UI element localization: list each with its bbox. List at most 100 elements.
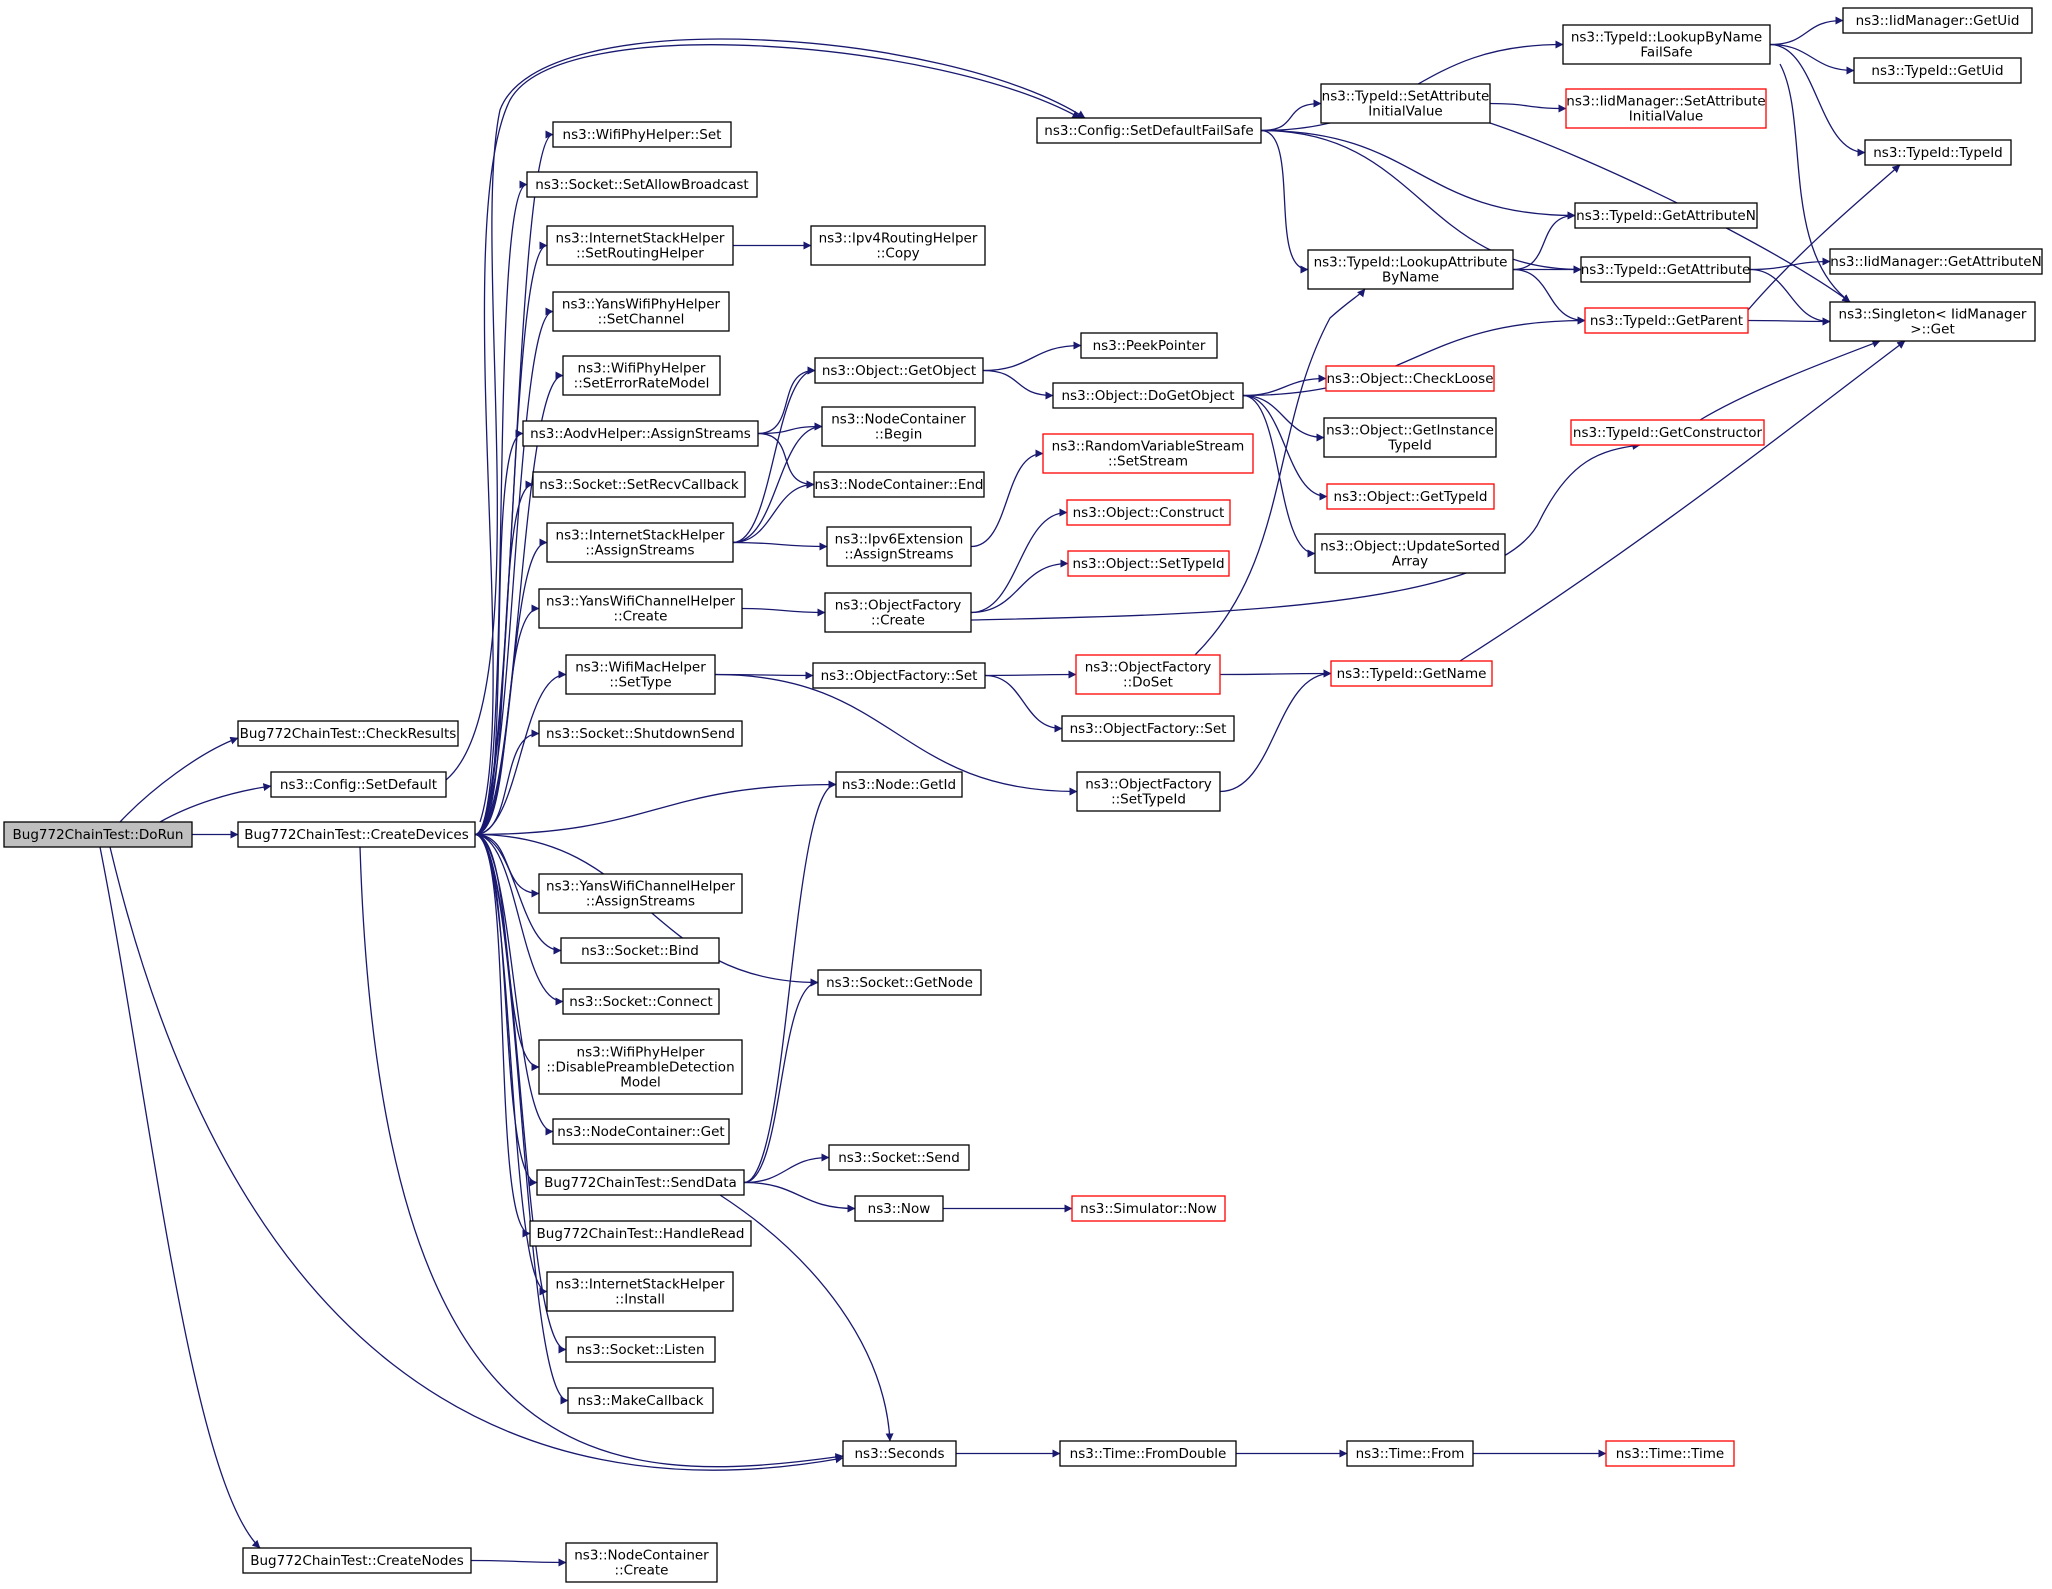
edge-tidlookupattr-to-tidgetattrn bbox=[1512, 211, 1576, 271]
node-label: ns3::MakeCallback bbox=[577, 1393, 703, 1409]
node-cfgsetdefault[interactable]: ns3::Config::SetDefault bbox=[270, 771, 447, 798]
node-iidgetuid[interactable]: ns3::IidManager::GetUid bbox=[1842, 7, 2033, 34]
node-setallowbroadcast[interactable]: ns3::Socket::SetAllowBroadcast bbox=[526, 171, 758, 198]
node-box bbox=[565, 654, 716, 695]
node-label: ns3::Object::GetObject bbox=[822, 363, 976, 379]
node-objgettypeid[interactable]: ns3::Object::GetTypeId bbox=[1326, 483, 1495, 510]
node-makecallback[interactable]: ns3::MakeCallback bbox=[567, 1387, 714, 1414]
edge-cfgsetdefaultfailsafe-to-tidsetattrinit bbox=[1260, 99, 1322, 132]
node-singletonget[interactable]: ns3::Singleton< IidManager >::Get bbox=[1829, 301, 2036, 342]
node-seconds[interactable]: ns3::Seconds bbox=[842, 1440, 957, 1467]
node-ofset2[interactable]: ns3::ObjectFactory::Set bbox=[1061, 715, 1235, 742]
node-setroutinghelper[interactable]: ns3::InternetStackHelper::SetRoutingHelp… bbox=[546, 225, 734, 266]
node-ofsettypeid[interactable]: ns3::ObjectFactory::SetTypeId bbox=[1076, 771, 1221, 812]
node-label: ::Create bbox=[615, 1563, 669, 1579]
node-iidgetattrn[interactable]: ns3::IidManager::GetAttributeN bbox=[1829, 248, 2043, 275]
node-box bbox=[538, 1039, 743, 1095]
node-disablepreamble[interactable]: ns3::WifiPhyHelper::DisablePreambleDetec… bbox=[538, 1039, 743, 1095]
node-objgetobject[interactable]: ns3::Object::GetObject bbox=[814, 357, 984, 384]
edge-tidlookupbyname-to-singletonget bbox=[1779, 63, 1851, 303]
node-objconstruct[interactable]: ns3::Object::Construct bbox=[1066, 499, 1231, 526]
node-checkresults[interactable]: Bug772ChainTest::CheckResults bbox=[237, 720, 459, 747]
node-tidgetattrn[interactable]: ns3::TypeId::GetAttributeN bbox=[1574, 202, 1758, 229]
node-ncget[interactable]: ns3::NodeContainer::Get bbox=[552, 1118, 730, 1145]
node-tidgetconstructor[interactable]: ns3::TypeId::GetConstructor bbox=[1570, 419, 1765, 446]
node-socketsend[interactable]: ns3::Socket::Send bbox=[828, 1144, 970, 1171]
node-timetime[interactable]: ns3::Time::Time bbox=[1605, 1440, 1735, 1467]
node-label: ns3::NodeContainer bbox=[831, 412, 966, 428]
node-box bbox=[1314, 533, 1506, 574]
node-senddata[interactable]: Bug772ChainTest::SendData bbox=[536, 1169, 745, 1196]
edge-isassign-to-ncend bbox=[732, 480, 815, 544]
node-ofset[interactable]: ns3::ObjectFactory::Set bbox=[812, 662, 986, 689]
node-socketlisten[interactable]: ns3::Socket::Listen bbox=[565, 1336, 716, 1363]
node-ns3now[interactable]: ns3::Now bbox=[854, 1195, 944, 1222]
node-timefromdouble[interactable]: ns3::Time::FromDouble bbox=[1059, 1440, 1237, 1467]
edge-objdogetobject-to-objcheckloose bbox=[1242, 374, 1327, 397]
node-dorun[interactable]: Bug772ChainTest::DoRun bbox=[3, 821, 193, 848]
node-isassign[interactable]: ns3::InternetStackHelper::AssignStreams bbox=[546, 522, 734, 563]
node-createnodes[interactable]: Bug772ChainTest::CreateNodes bbox=[242, 1547, 472, 1574]
node-ncbegin[interactable]: ns3::NodeContainer::Begin bbox=[821, 406, 976, 447]
node-rvssetstream[interactable]: ns3::RandomVariableStream::SetStream bbox=[1042, 433, 1254, 474]
node-setrecvcallback[interactable]: ns3::Socket::SetRecvCallback bbox=[532, 471, 746, 498]
node-wifiphyset[interactable]: ns3::WifiPhyHelper::Set bbox=[552, 121, 732, 148]
node-label: ns3::TypeId::GetParent bbox=[1590, 313, 1743, 329]
node-label: ns3::Ipv4RoutingHelper bbox=[819, 231, 978, 247]
node-label: Bug772ChainTest::DoRun bbox=[13, 827, 184, 843]
edge-tidgetparent-to-tidtypeid bbox=[1747, 164, 1901, 311]
node-shutdownsend[interactable]: ns3::Socket::ShutdownSend bbox=[538, 720, 743, 747]
node-objdogetobject[interactable]: ns3::Object::DoGetObject bbox=[1052, 382, 1244, 409]
node-box bbox=[1067, 550, 1230, 577]
node-seterrorratemodel[interactable]: ns3::WifiPhyHelper::SetErrorRateModel bbox=[562, 355, 721, 396]
node-tidtypeid[interactable]: ns3::TypeId::TypeId bbox=[1864, 139, 2012, 166]
node-iidsetattrinit[interactable]: ns3::IidManager::SetAttributeInitialValu… bbox=[1565, 88, 1767, 129]
node-timefrom[interactable]: ns3::Time::From bbox=[1346, 1440, 1474, 1467]
node-simnow[interactable]: ns3::Simulator::Now bbox=[1071, 1195, 1226, 1222]
node-aodvassign[interactable]: ns3::AodvHelper::AssignStreams bbox=[522, 420, 759, 447]
node-socketconnect[interactable]: ns3::Socket::Connect bbox=[562, 988, 720, 1015]
node-peekpointer[interactable]: ns3::PeekPointer bbox=[1080, 332, 1218, 359]
node-tidgetparent[interactable]: ns3::TypeId::GetParent bbox=[1584, 307, 1749, 334]
node-label: ns3::TypeId::GetUid bbox=[1871, 63, 2003, 79]
node-box bbox=[237, 720, 459, 747]
node-ipv4routingcopy[interactable]: ns3::Ipv4RoutingHelper::Copy bbox=[810, 225, 986, 266]
node-ncend[interactable]: ns3::NodeContainer::End bbox=[813, 471, 985, 498]
node-box bbox=[817, 969, 982, 996]
node-label: ns3::Socket::SetAllowBroadcast bbox=[535, 177, 748, 193]
node-socketgetnode[interactable]: ns3::Socket::GetNode bbox=[817, 969, 982, 996]
node-socketbind[interactable]: ns3::Socket::Bind bbox=[560, 937, 720, 964]
edge-cfgsetdefaultfailsafe-to-tidgetattrn bbox=[1260, 129, 1576, 220]
node-cfgsetdefaultfailsafe[interactable]: ns3::Config::SetDefaultFailSafe bbox=[1036, 117, 1262, 144]
node-label: ns3::TypeId::GetConstructor bbox=[1573, 425, 1763, 441]
node-ofdoset[interactable]: ns3::ObjectFactory::DoSet bbox=[1075, 654, 1221, 695]
edge-tidlookupbyname-to-tidtypeid bbox=[1769, 43, 1866, 157]
node-handleread[interactable]: Bug772ChainTest::HandleRead bbox=[529, 1220, 752, 1247]
node-label: ns3::TypeId::GetAttribute bbox=[1581, 262, 1751, 278]
node-objcheckloose[interactable]: ns3::Object::CheckLoose bbox=[1325, 365, 1495, 392]
node-tidgetname[interactable]: ns3::TypeId::GetName bbox=[1330, 660, 1493, 687]
node-nodegetid[interactable]: ns3::Node::GetId bbox=[835, 771, 963, 798]
node-label: ns3::YansWifiPhyHelper bbox=[562, 297, 721, 313]
edge-objdogetobject-to-objgetinstancetid bbox=[1242, 394, 1325, 442]
node-tidgetuid[interactable]: ns3::TypeId::GetUid bbox=[1853, 57, 2022, 84]
node-yanschassign[interactable]: ns3::YansWifiChannelHelper::AssignStream… bbox=[538, 873, 743, 914]
node-tidgetattr[interactable]: ns3::TypeId::GetAttribute bbox=[1580, 256, 1751, 283]
node-yanschcreate[interactable]: ns3::YansWifiChannelHelper::Create bbox=[538, 588, 743, 629]
node-ipv6extassign[interactable]: ns3::Ipv6Extension::AssignStreams bbox=[826, 526, 972, 567]
node-objsettypeid[interactable]: ns3::Object::SetTypeId bbox=[1067, 550, 1230, 577]
node-box bbox=[529, 1220, 752, 1247]
node-label: >::Get bbox=[1910, 322, 1954, 338]
node-yanssetchannel[interactable]: ns3::YansWifiPhyHelper::SetChannel bbox=[552, 291, 730, 332]
node-createdevices[interactable]: Bug772ChainTest::CreateDevices bbox=[237, 821, 476, 848]
node-ofcreate[interactable]: ns3::ObjectFactory::Create bbox=[824, 592, 972, 633]
node-wifimacsettype[interactable]: ns3::WifiMacHelper::SetType bbox=[565, 654, 716, 695]
node-nccreate[interactable]: ns3::NodeContainer::Create bbox=[565, 1542, 718, 1583]
edge-createdevices-to-isinstall bbox=[474, 833, 548, 1296]
node-isinstall[interactable]: ns3::InternetStackHelper::Install bbox=[546, 1271, 734, 1312]
